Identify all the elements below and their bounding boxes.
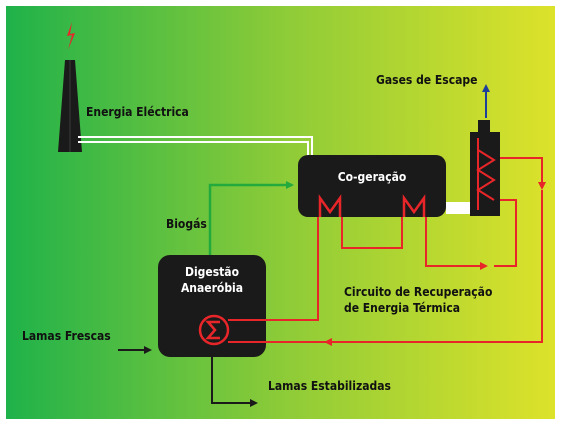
anaerobic-digester (158, 255, 266, 357)
cogeneration-heat-exchanger-2 (402, 194, 426, 217)
label-lamas-estabilizadas: Lamas Estabilizadas (268, 379, 391, 393)
cogeneration-heat-exchanger-1 (318, 194, 342, 217)
label-gases-de-escape: Gases de Escape (376, 73, 477, 87)
label-lamas-frescas: Lamas Frescas (22, 329, 111, 343)
biogas-line (208, 181, 294, 255)
lightning-icon (67, 22, 75, 50)
stabilized-sludge-arrow (211, 357, 258, 407)
cogeneration-unit (298, 155, 446, 217)
label-energia-electrica: Energia Eléctrica (86, 105, 189, 119)
power-line (78, 136, 313, 158)
label-circuito-line1: Circuito de Recuperação (344, 285, 492, 299)
exhaust-connector (446, 202, 472, 214)
exhaust-stack (470, 120, 500, 216)
label-biogas: Biogás (166, 217, 207, 231)
sigma-heat-exchanger-icon (198, 314, 230, 346)
label-cogeracao: Co-geração (338, 170, 407, 184)
label-circuito-line2: de Energia Térmica (344, 301, 460, 315)
heat-recovery-circuit (228, 157, 546, 346)
label-digestao-line1: Digestão (185, 265, 239, 279)
label-digestao-line2: Anaeróbia (181, 281, 243, 295)
transmission-tower-icon (58, 60, 82, 152)
